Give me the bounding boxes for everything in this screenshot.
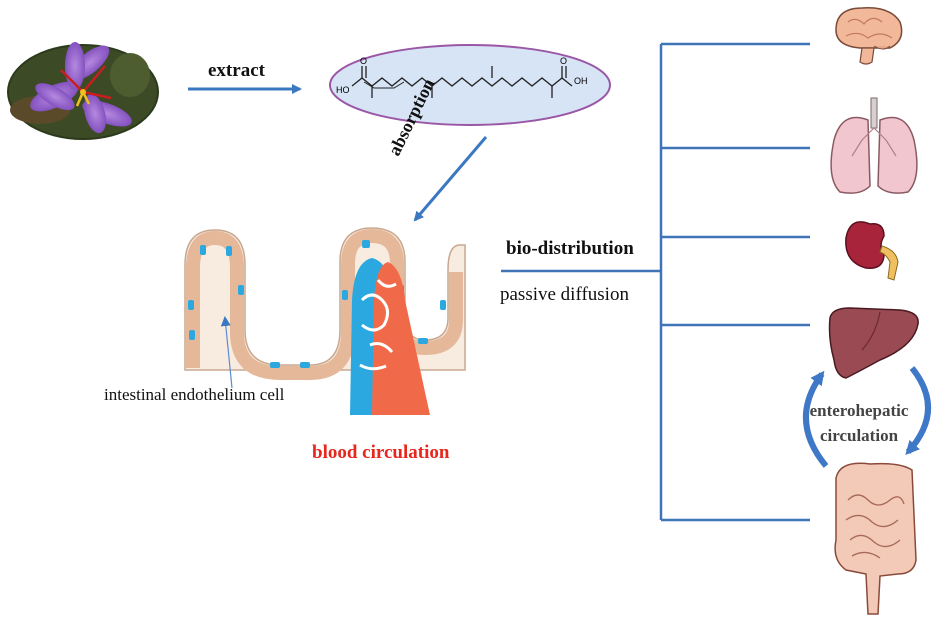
extract-label: extract	[208, 60, 265, 81]
bio-distribution-label: bio-distribution	[506, 238, 634, 259]
molecule-carbonyl-left: O	[360, 56, 367, 66]
endothelium-pointer	[220, 316, 233, 389]
liver-icon	[828, 307, 919, 379]
absorption-arrow	[413, 136, 488, 222]
distribution-bracket	[501, 42, 810, 522]
molecule-carbonyl-right: O	[560, 56, 567, 66]
blood-circulation-label: blood circulation	[312, 442, 450, 463]
enterohepatic-label: enterohepatic circulation	[809, 401, 909, 445]
lungs-icon	[830, 97, 918, 194]
intestinal-cell-label: intestinal endothelium cell	[104, 385, 285, 404]
kidney-icon	[845, 221, 899, 281]
brain-icon	[835, 7, 903, 65]
passive-diffusion-label: passive diffusion	[500, 284, 629, 305]
molecule-right-group: OH	[574, 76, 588, 86]
intestine-icon	[834, 462, 917, 615]
saffron-flower-icon	[7, 42, 159, 140]
intestinal-villi-icon	[184, 227, 466, 415]
crocetin-molecule: HO OH O O	[329, 44, 611, 126]
cycle-arrow-up	[802, 370, 829, 468]
cycle-arrow-down	[905, 366, 932, 455]
molecule-left-group: HO	[336, 85, 350, 95]
